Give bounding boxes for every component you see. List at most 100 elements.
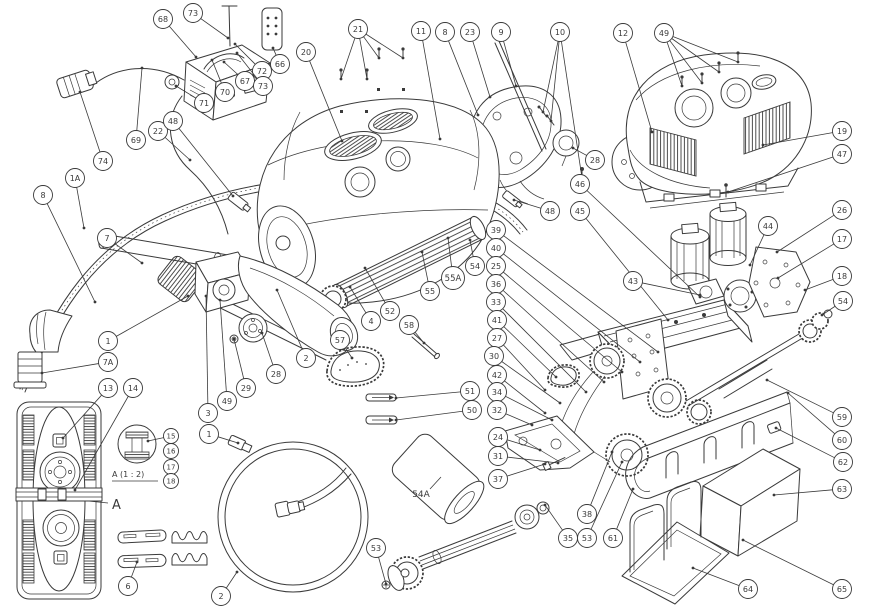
callout-13: 13: [61, 378, 118, 440]
svg-text:A (1 : 2): A (1 : 2): [112, 470, 144, 479]
coiled-hose: [217, 434, 369, 593]
svg-text:2: 2: [303, 354, 308, 363]
callout-12: 12: [613, 23, 654, 134]
svg-text:34: 34: [492, 388, 502, 397]
callout-4: 4: [348, 285, 381, 331]
svg-text:38: 38: [582, 510, 592, 519]
svg-text:71: 71: [199, 99, 209, 108]
svg-text:1: 1: [105, 337, 110, 346]
svg-text:7A: 7A: [103, 358, 114, 367]
top-housing-cover: [625, 52, 812, 209]
callout-55: 55: [420, 250, 440, 301]
callout-66: 66: [270, 46, 290, 74]
callout-60: 60: [786, 391, 852, 450]
svg-text:42: 42: [492, 371, 502, 380]
callout-28: 28: [571, 146, 605, 170]
callout-8: 8: [435, 22, 480, 117]
callout-18: 18: [163, 473, 179, 489]
base-tray: [621, 481, 730, 605]
callout-68: 68: [153, 9, 198, 59]
callout-54: 54: [820, 291, 853, 317]
detail-view-a: [117, 424, 157, 464]
callout-55A: 55A: [441, 236, 465, 290]
svg-text:54A: 54A: [412, 490, 430, 500]
svg-text:25: 25: [491, 262, 501, 271]
svg-text:14: 14: [128, 384, 138, 393]
callout-23: 23: [460, 22, 492, 99]
svg-text:21: 21: [353, 25, 363, 34]
callout-54: 54: [465, 238, 485, 276]
svg-text:19: 19: [837, 127, 847, 136]
right-side-plate: [748, 246, 811, 318]
svg-text:62: 62: [838, 458, 848, 467]
svg-text:1A: 1A: [70, 174, 81, 183]
svg-text:55A: 55A: [445, 274, 462, 284]
callout-40: 40: [486, 238, 642, 364]
svg-text:60: 60: [837, 436, 847, 445]
callout-18: 18: [803, 266, 852, 292]
svg-text:73: 73: [188, 9, 198, 18]
callout-29: 29: [232, 337, 256, 398]
svg-text:57: 57: [335, 336, 345, 345]
svg-text:32: 32: [492, 406, 502, 415]
svg-text:29: 29: [241, 384, 251, 393]
callout-1A: 1A: [65, 168, 86, 230]
svg-text:7: 7: [104, 234, 109, 243]
svg-text:9: 9: [498, 28, 503, 37]
callout-49: 49: [217, 298, 237, 411]
u-channel-bracket: [625, 391, 794, 499]
svg-text:2: 2: [218, 592, 223, 601]
callout-43: 43: [623, 271, 702, 297]
svg-text:63: 63: [837, 485, 847, 494]
svg-text:15: 15: [167, 433, 176, 441]
svg-text:64: 64: [743, 585, 753, 594]
callout-25: 25: [486, 256, 624, 374]
callout-20: 20: [296, 42, 344, 143]
svg-text:10: 10: [555, 28, 565, 37]
svg-text:22: 22: [153, 127, 163, 136]
svg-text:46: 46: [575, 180, 585, 189]
filter-box: [699, 448, 801, 557]
svg-text:55: 55: [425, 287, 435, 296]
svg-text:8: 8: [40, 191, 45, 200]
svg-text:73: 73: [258, 82, 268, 91]
callout-19: 19: [761, 121, 852, 147]
svg-text:27: 27: [492, 334, 502, 343]
callout-45: 45: [570, 201, 670, 322]
callout-27: 27: [487, 328, 547, 392]
callout-32: 32: [487, 400, 534, 427]
svg-text:47: 47: [837, 150, 847, 159]
callout-46: 46: [570, 174, 702, 299]
svg-text:41: 41: [492, 316, 502, 325]
svg-text:74: 74: [98, 157, 108, 166]
callout-74: 74: [78, 90, 113, 171]
callout-64: 64: [691, 566, 758, 599]
svg-text:3: 3: [205, 409, 210, 418]
callout-47: 47: [726, 144, 852, 194]
callout-49: 49: [654, 23, 740, 88]
callout-16: 16: [163, 443, 179, 459]
svg-text:23: 23: [465, 28, 475, 37]
svg-text:59: 59: [837, 413, 847, 422]
svg-text:45: 45: [575, 207, 585, 216]
rack-segments: [326, 346, 580, 388]
svg-text:53: 53: [371, 544, 381, 553]
callout-26: 26: [775, 200, 852, 254]
callout-57: 57: [330, 330, 354, 360]
motor-canisters: [670, 201, 747, 290]
svg-text:69: 69: [131, 136, 141, 145]
svg-text:49: 49: [659, 29, 669, 38]
callout-10: 10: [541, 22, 584, 180]
svg-text:6: 6: [125, 582, 130, 591]
callout-73: 73: [235, 51, 273, 96]
callout-35: 35: [543, 503, 578, 548]
callout-58: 58: [399, 315, 426, 345]
callout-34: 34: [487, 382, 554, 422]
callout-63: 63: [772, 479, 852, 499]
svg-text:31: 31: [493, 452, 503, 461]
svg-text:58: 58: [404, 321, 414, 330]
svg-text:70: 70: [220, 88, 230, 97]
svg-text:33: 33: [491, 298, 501, 307]
callout-17: 17: [776, 229, 852, 280]
